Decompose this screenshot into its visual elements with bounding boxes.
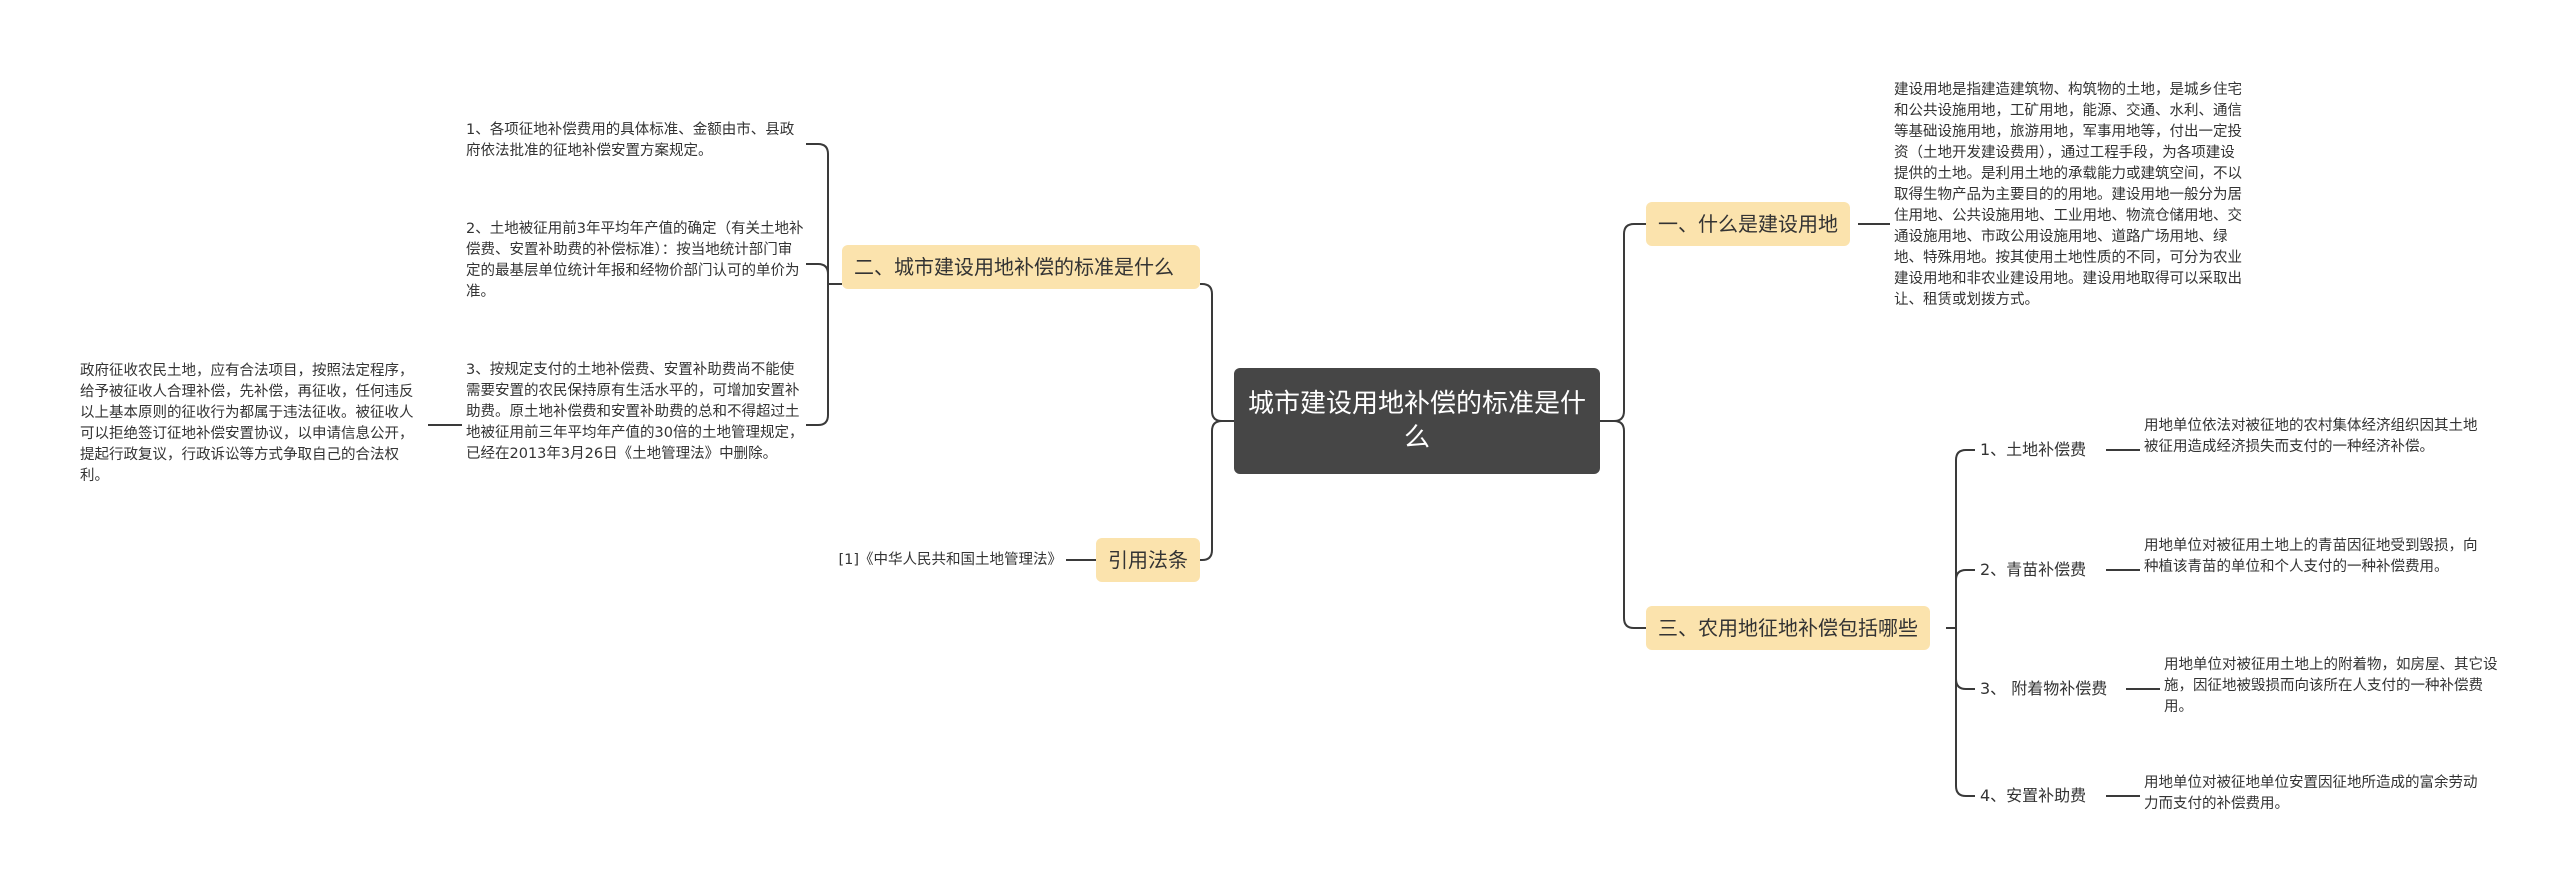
sub-topic-crop-compensation[interactable]: 2、青苗补偿费 <box>1980 560 2087 579</box>
link-root-standards <box>1200 283 1234 422</box>
link-root-definition <box>1600 223 1646 422</box>
standards-note: 政府征收农民土地，应有合法项目，按照法定程序，给予被征收人合理补偿，先补偿，再征… <box>80 363 414 484</box>
link-standards-item-1 <box>806 143 829 284</box>
topic-citation-label: 引用法条 <box>1108 548 1188 572</box>
standards-item-1: 1、各项征地补偿费用的具体标准、金额由市、县政府依法批准的征地补偿安置方案规定。 <box>466 122 795 159</box>
standards-item-2: 2、土地被征用前3年平均年产值的确定（有关土地补偿费、安置补助费的补偿标准）：按… <box>466 221 804 300</box>
topic-citation[interactable]: 引用法条 <box>1096 538 1200 582</box>
attachment-compensation-text: 用地单位对被征用土地上的附着物，如房屋、其它设施，因征地被毁损而向该所在人支付的… <box>2164 657 2498 715</box>
topic-compensation[interactable]: 三、农用地征地补偿包括哪些 <box>1646 606 1930 650</box>
link-item-2 <box>1955 569 1975 628</box>
topic-standards[interactable]: 二、城市建设用地补偿的标准是什么 <box>842 245 1200 289</box>
link-root-compensation <box>1600 420 1646 629</box>
topic-definition-label: 一、什么是建设用地 <box>1658 212 1838 236</box>
link-item-4 <box>1955 628 1975 797</box>
link-root-citation <box>1200 420 1234 561</box>
standards-item-3: 3、按规定支付的土地补偿费、安置补助费尚不能使需要安置的农民保持原有生活水平的，… <box>466 362 804 462</box>
resettlement-subsidy-text: 用地单位对被征地单位安置因征地所造成的富余劳动力而支付的补偿费用。 <box>2144 775 2478 812</box>
link-standards-item-3 <box>806 284 829 426</box>
sub-topic-land-compensation[interactable]: 1、土地补偿费 <box>1980 440 2087 459</box>
citation-item: [1]《中华人民共和国土地管理法》 <box>838 552 1062 568</box>
crop-compensation-text: 用地单位对被征用土地上的青苗因征地受到毁损，向种植该青苗的单位和个人支付的一种补… <box>2144 538 2478 575</box>
root-topic[interactable]: 城市建设用地补偿的标准是什么 <box>1234 368 1600 474</box>
link-item-1 <box>1955 449 1975 628</box>
topic-standards-label: 二、城市建设用地补偿的标准是什么 <box>854 255 1174 279</box>
sub-topic-resettlement-subsidy[interactable]: 4、安置补助费 <box>1980 786 2087 805</box>
link-item-3 <box>1955 628 1975 690</box>
definition-text: 建设用地是指建造建筑物、构筑物的土地，是城乡住宅和公共设施用地，工矿用地，能源、… <box>1894 82 2242 308</box>
land-compensation-text: 用地单位依法对被征地的农村集体经济组织因其土地被征用造成经济损失而支付的一种经济… <box>2144 418 2478 455</box>
topic-definition[interactable]: 一、什么是建设用地 <box>1646 202 1850 246</box>
sub-topic-attachment-compensation[interactable]: 3、 附着物补偿费 <box>1980 679 2108 698</box>
root-topic-label: 城市建设用地补偿的标准是什么 <box>1247 389 1586 453</box>
link-standards-item-2 <box>806 263 829 284</box>
topic-compensation-label: 三、农用地征地补偿包括哪些 <box>1658 616 1918 640</box>
